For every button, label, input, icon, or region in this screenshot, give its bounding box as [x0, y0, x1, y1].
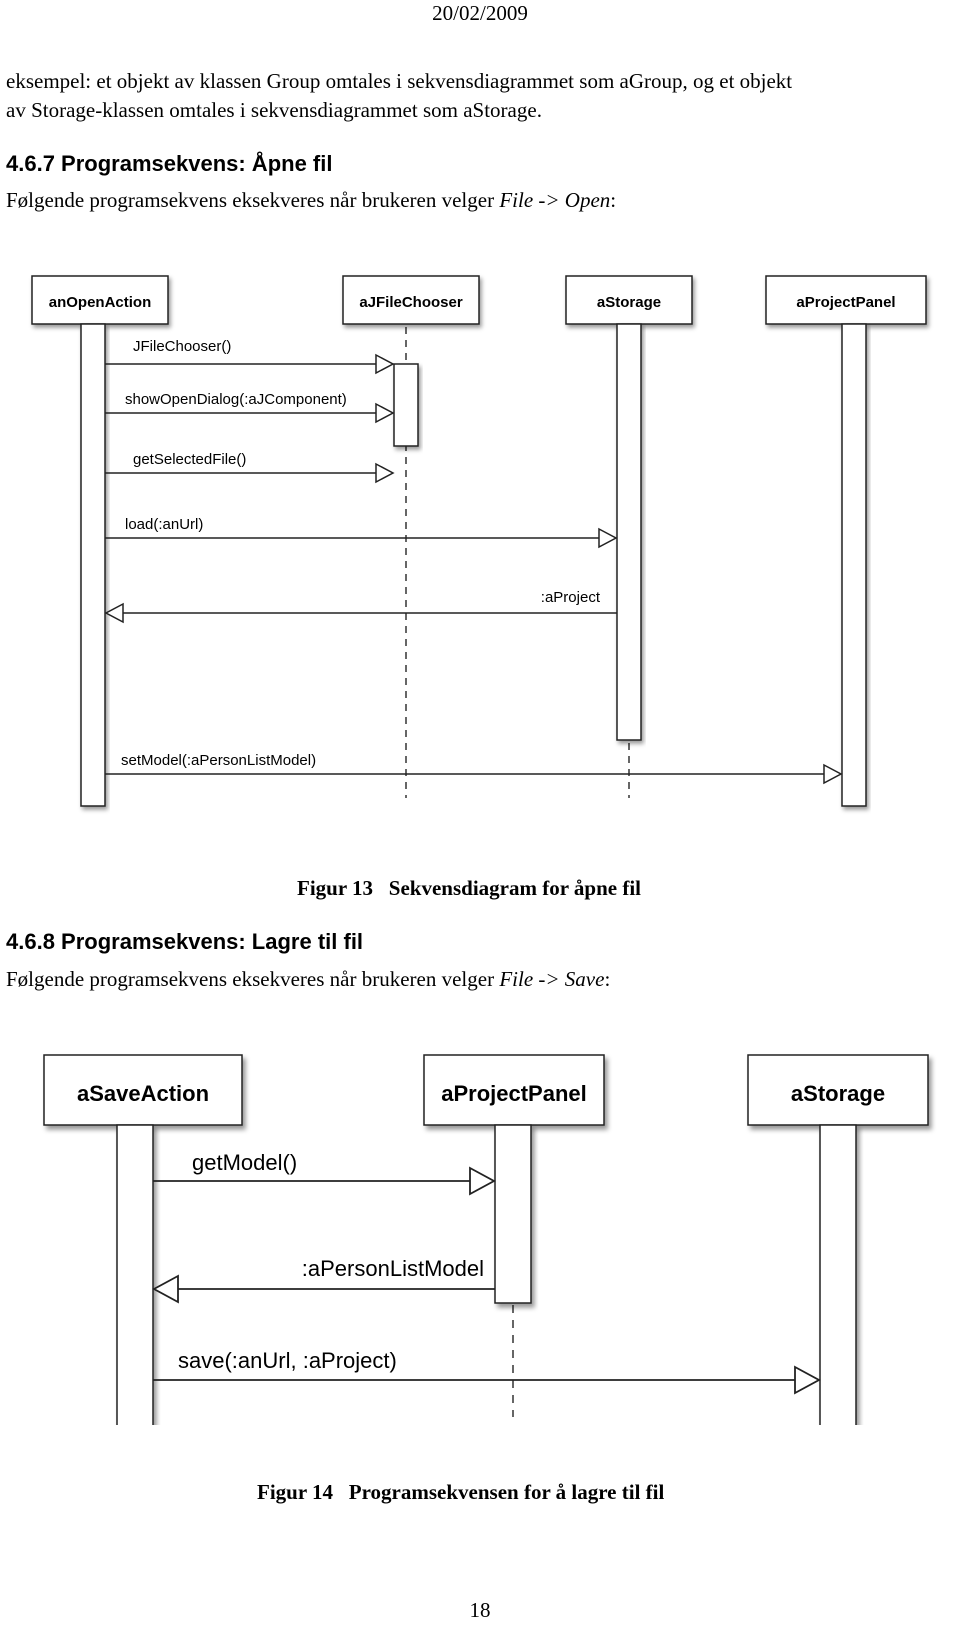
lifeline-box-aprojectpanel: aProjectPanel — [423, 1054, 605, 1126]
lifeline-label: aStorage — [597, 294, 661, 311]
lifeline-box-astorage: aStorage — [565, 275, 693, 325]
message-return-apersonlistmodel: :aPersonListModel — [152, 1256, 495, 1304]
activation-aprojectpanel — [494, 1124, 532, 1304]
page-number: 18 — [469, 1598, 491, 1622]
lifeline-box-asaveaction: aSaveAction — [43, 1054, 243, 1126]
sequence-diagram-open-file: anOpenAction aJFileChooser aStorage aPro… — [31, 275, 927, 807]
section-heading-save-file: 4.6.8 Programsekvens: Lagre til fil — [6, 929, 364, 954]
message-getmodel: getModel() — [153, 1150, 496, 1196]
section-text-open-file: Følgende programsekvens eksekveres når b… — [6, 187, 616, 214]
message-label: :aProject — [541, 589, 601, 606]
lifeline-label: aJFileChooser — [359, 294, 463, 311]
message-label: getSelectedFile() — [133, 451, 246, 468]
activation-astorage — [616, 323, 642, 741]
message-label: getModel() — [192, 1150, 297, 1175]
lifeline-box-astorage: aStorage — [747, 1054, 929, 1126]
message-load: load(:anUrl) — [105, 516, 618, 549]
message-showopendialog: showOpenDialog(:aJComponent) — [105, 391, 395, 424]
section-heading-open-file: 4.6.7 Programsekvens: Åpne fil — [6, 151, 333, 176]
lifeline-box-aprojectpanel: aProjectPanel — [765, 275, 927, 325]
lifeline-box-anopenaction: anOpenAction — [31, 275, 169, 325]
lifeline-label: anOpenAction — [49, 294, 152, 311]
section-text-suffix: : — [610, 188, 617, 212]
menu-path-save: File -> Save — [499, 967, 605, 991]
menu-path-open: File -> Open — [499, 188, 611, 212]
sequence-diagram-save-file: aSaveAction aProjectPanel aStorage getMo… — [43, 1054, 929, 1425]
lifeline-box-ajfilechooser: aJFileChooser — [342, 275, 480, 325]
activation-asaveaction — [116, 1124, 154, 1425]
activation-astorage — [819, 1124, 857, 1425]
message-label: JFileChooser() — [133, 338, 231, 355]
section-text-prefix: Følgende programsekvens eksekveres når b… — [6, 967, 500, 991]
message-jfilechooser: JFileChooser() — [105, 338, 395, 375]
intro-line-2: av Storage-klassen omtales i sekvensdiag… — [6, 98, 542, 122]
message-label: setModel(:aPersonListModel) — [121, 752, 316, 769]
section-text-suffix: : — [604, 967, 611, 991]
section-text-prefix: Følgende programsekvens eksekveres når b… — [6, 188, 500, 212]
lifeline-label: aStorage — [791, 1081, 885, 1106]
lifeline-label: aProjectPanel — [796, 294, 895, 311]
message-save: save(:anUrl, :aProject) — [153, 1348, 821, 1395]
message-label: showOpenDialog(:aJComponent) — [125, 391, 347, 408]
lifeline-label: aSaveAction — [77, 1081, 209, 1106]
message-label: save(:anUrl, :aProject) — [178, 1348, 397, 1373]
intro-line-1: eksempel: et objekt av klassen Group omt… — [6, 69, 793, 93]
message-getselectedfile: getSelectedFile() — [105, 451, 395, 484]
activation-anopenaction — [80, 323, 106, 807]
activation-aprojectpanel — [841, 323, 867, 807]
figure-caption-13: Figur 13 Sekvensdiagram for åpne fil — [297, 876, 641, 900]
message-label: :aPersonListModel — [302, 1256, 484, 1281]
page-date: 20/02/2009 — [432, 1, 528, 25]
lifeline-label: aProjectPanel — [441, 1081, 587, 1106]
section-text-save-file: Følgende programsekvens eksekveres når b… — [6, 966, 610, 993]
message-setmodel: setModel(:aPersonListModel) — [105, 752, 843, 785]
activation-ajfilechooser — [393, 363, 419, 447]
message-label: load(:anUrl) — [125, 516, 203, 533]
figure-caption-14: Figur 14 Programsekvensen for å lagre ti… — [257, 1480, 665, 1504]
message-return-aproject: :aProject — [104, 589, 617, 624]
